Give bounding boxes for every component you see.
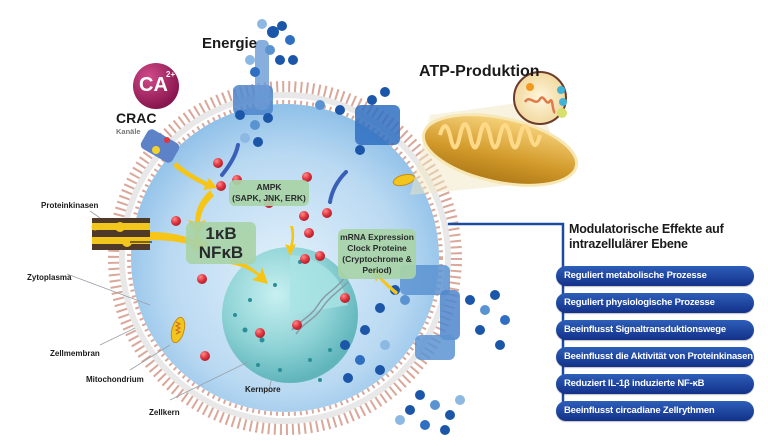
blue-arrows xyxy=(220,143,348,204)
ampk-line2: (SAPK, JNK, ERK) xyxy=(232,193,306,203)
effect-item-physiologic[interactable]: Reguliert physiologische Prozesse xyxy=(556,293,754,313)
effect-item-nfkb-activation[interactable]: Reduziert IL-1β induzierte NF-κB Aktivie… xyxy=(556,374,754,409)
mrna-line4: Period) xyxy=(362,265,392,275)
crac-label: CRAC xyxy=(116,110,157,126)
ampk-line1: AMPK xyxy=(256,182,282,192)
nfkb-line2: NFκB xyxy=(198,243,244,262)
zellmembran-label: Zellmembran xyxy=(50,349,100,358)
leader-lines xyxy=(66,210,273,401)
mitochondrion-large xyxy=(410,100,579,195)
cell-membrane xyxy=(108,81,462,435)
blue-dots-energy xyxy=(235,19,298,147)
atp-production-label: ATP-Produktion xyxy=(419,63,540,80)
mitochondrium-label: Mitochondrium xyxy=(86,375,144,384)
ca-symbol: CA xyxy=(139,74,168,96)
zellkern-label: Zellkern xyxy=(149,408,180,417)
nfkb-line1: 1κB xyxy=(205,224,237,243)
mrna-box: mRNA Expression Clock Proteine (Cryptoch… xyxy=(338,229,416,279)
effects-title: Modulatorische Effekte auf intrazellulär… xyxy=(569,222,724,252)
nfkb-box: 1κB NFκB xyxy=(186,222,256,264)
ampk-box: AMPK (SAPK, JNK, ERK) xyxy=(229,180,309,206)
kernpore-label: Kernpore xyxy=(245,385,281,394)
calcium-ion-icon: CA 2+ xyxy=(133,63,179,109)
proteinkinase-channel xyxy=(91,218,152,250)
effects-title-line2: intrazellulärer Ebene xyxy=(569,237,688,251)
effects-title-line1: Modulatorische Effekte auf xyxy=(569,222,724,236)
mrna-line2: Clock Proteine xyxy=(347,243,407,253)
energy-channel xyxy=(233,40,273,115)
ca-charge: 2+ xyxy=(166,70,176,79)
blue-dots-lower xyxy=(340,285,510,435)
crac-channel xyxy=(140,129,180,163)
membrane-channel-right xyxy=(315,87,400,155)
effect-item-signal-transduction[interactable]: Beeinflusst Signaltransduktionswege xyxy=(556,320,754,340)
crac-sub-label: Kanäle xyxy=(116,127,141,136)
atp-zoom-circle xyxy=(513,71,567,125)
effect-item-protein-kinases[interactable]: Beeinflusst die Aktivität von Proteinkin… xyxy=(556,347,754,367)
effect-item-metabolic[interactable]: Reguliert metabolische Prozesse xyxy=(556,266,754,286)
effect-item-circadian[interactable]: Beeinflusst circadiane Zellrythmen xyxy=(556,401,754,421)
mrna-line3: (Cryptochrome & xyxy=(342,254,412,264)
zytoplasma-label: Zytoplasma xyxy=(27,273,72,282)
mitochondrion-small xyxy=(170,173,416,344)
proteinkinasen-label: Proteinkinasen xyxy=(41,201,99,210)
energie-label: Energie xyxy=(202,35,258,52)
mrna-line1: mRNA Expression xyxy=(340,232,414,242)
